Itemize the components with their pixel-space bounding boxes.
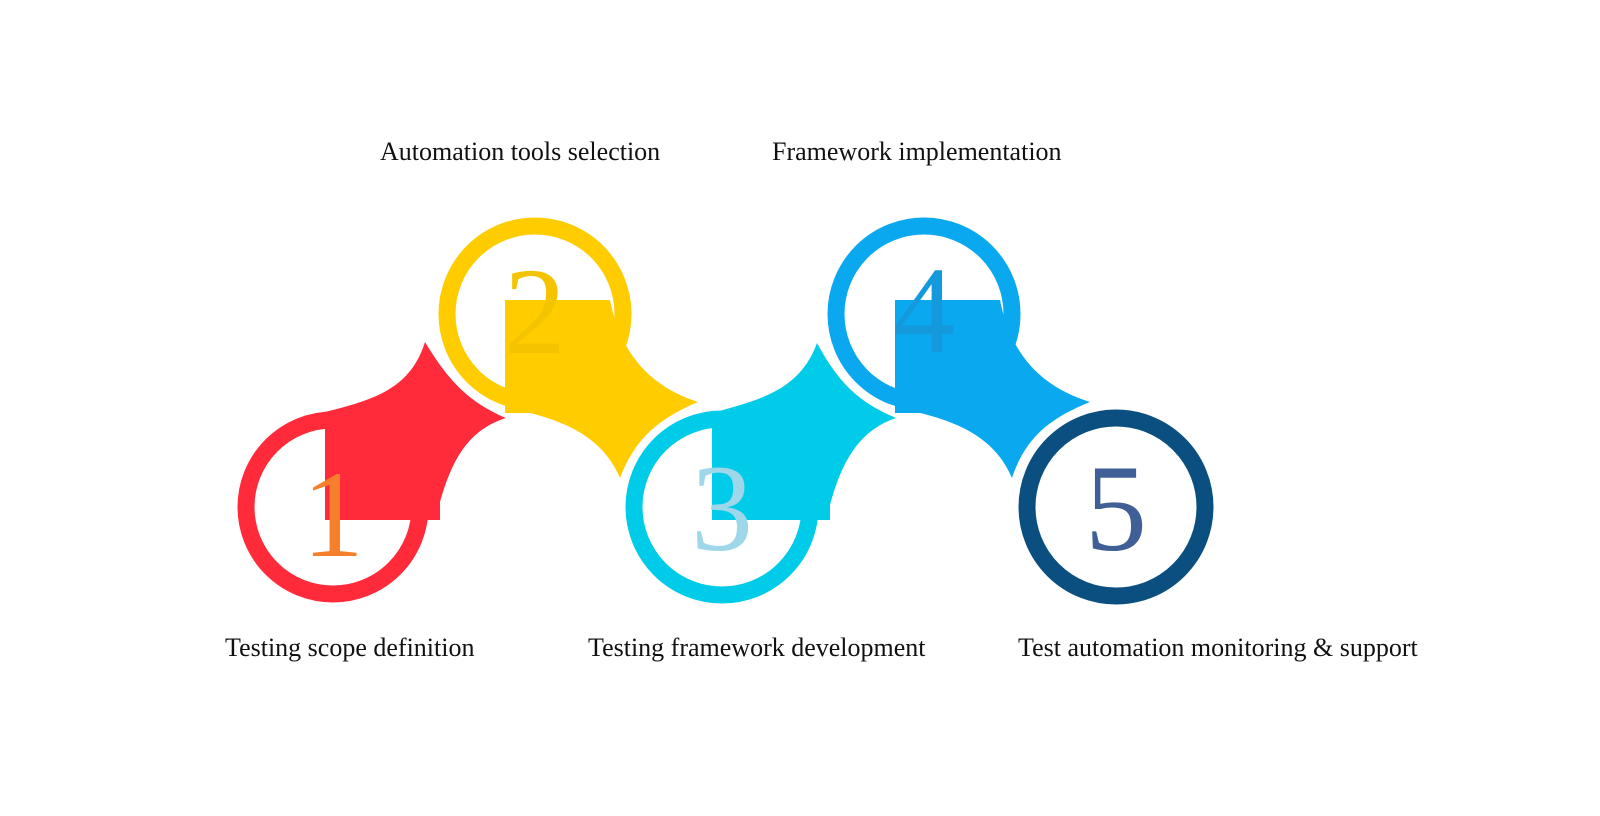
step-2-connector <box>505 300 698 478</box>
step-2-label: Automation tools selection <box>380 137 660 166</box>
step-2: 2 Automation tools selection <box>380 137 698 478</box>
step-5: 5 Test automation monitoring & support <box>1018 409 1418 662</box>
step-1: 1 Testing scope definition <box>225 342 506 662</box>
step-2-ring <box>438 217 632 411</box>
step-3-number: 3 <box>691 440 753 577</box>
step-1-connector <box>325 342 506 520</box>
step-1-number: 1 <box>302 446 364 583</box>
step-2-number: 2 <box>504 243 566 380</box>
step-1-label: Testing scope definition <box>225 633 474 662</box>
step-5-number: 5 <box>1085 440 1147 577</box>
step-4: 4 Framework implementation <box>772 137 1090 478</box>
step-3-label: Testing framework development <box>588 633 926 662</box>
step-4-connector <box>895 300 1090 478</box>
step-3-connector <box>712 343 896 520</box>
step-1-ring <box>237 411 429 603</box>
step-4-number: 4 <box>893 242 955 379</box>
step-3-ring <box>625 410 819 604</box>
step-5-label: Test automation monitoring & support <box>1018 633 1418 662</box>
step-4-ring <box>827 217 1021 411</box>
step-4-label: Framework implementation <box>772 137 1062 166</box>
step-3: 3 Testing framework development <box>588 343 926 662</box>
step-5-ring <box>1018 409 1214 605</box>
